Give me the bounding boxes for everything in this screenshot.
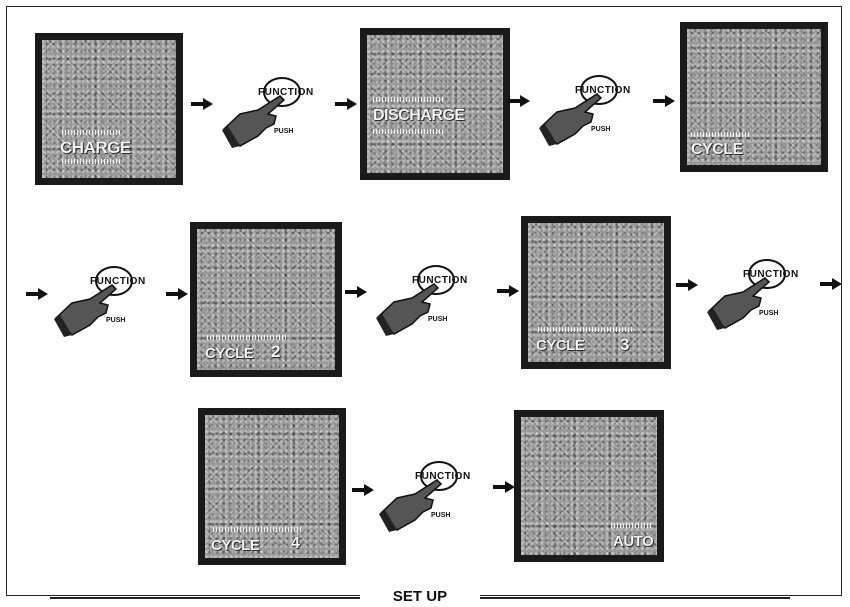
arrow-right-icon (191, 98, 213, 110)
function-label: FUNCTION (415, 471, 471, 482)
function-push-step-2: FUNCTION PUSH (535, 72, 650, 152)
lcd-screen-cycle-3: CYCLE 3 (521, 216, 671, 369)
lcd-text-cycle-1: CYCLE (691, 141, 743, 158)
lcd-screen-cycle-2: CYCLE 2 (190, 222, 342, 377)
lcd-screen-discharge: DISCHARGE (360, 28, 510, 180)
function-label: FUNCTION (743, 269, 799, 280)
title-bar: SET UP (50, 588, 790, 606)
function-push-step-4: FUNCTION PUSH (372, 262, 487, 342)
function-label: FUNCTION (258, 87, 314, 98)
pointing-hand-icon (376, 265, 455, 336)
pointing-hand-icon (54, 266, 133, 337)
pointing-hand-icon (222, 77, 301, 148)
lcd-screen-cycle-4: CYCLE 4 (198, 408, 346, 565)
arrow-right-icon (493, 481, 515, 493)
function-push-step-3: FUNCTION PUSH (50, 263, 165, 343)
function-push-step-5: FUNCTION PUSH (703, 256, 818, 336)
function-push-step-1: FUNCTION PUSH (218, 74, 333, 154)
push-label: PUSH (274, 128, 294, 135)
arrow-right-icon (653, 95, 675, 107)
lcd-text-auto: AUTO (613, 533, 654, 550)
lcd-text-cycle-2-number: 2 (271, 342, 280, 361)
arrow-right-icon (166, 288, 188, 300)
lcd-text-charge: CHARGE (60, 138, 131, 157)
lcd-text-discharge: DISCHARGE (373, 107, 465, 124)
push-label: PUSH (591, 126, 611, 133)
arrow-right-icon (352, 484, 374, 496)
lcd-text-cycle-2: CYCLE (205, 345, 254, 362)
function-push-step-6: FUNCTION PUSH (375, 458, 490, 538)
pointing-hand-icon (539, 75, 618, 146)
lcd-text-cycle-3: CYCLE (536, 337, 585, 354)
push-label: PUSH (431, 512, 451, 519)
arrow-right-icon (335, 98, 357, 110)
arrow-right-icon (497, 285, 519, 297)
function-label: FUNCTION (575, 85, 631, 96)
push-label: PUSH (106, 317, 126, 324)
lcd-text-cycle-3-number: 3 (620, 335, 629, 354)
arrow-right-icon (345, 286, 367, 298)
lcd-text-cycle-4: CYCLE (211, 537, 260, 554)
function-label: FUNCTION (90, 276, 146, 287)
pointing-hand-icon (707, 259, 786, 330)
title-rule-right (480, 597, 790, 599)
arrow-right-icon (820, 278, 842, 290)
lcd-screen-charge: CHARGE (35, 33, 183, 185)
function-label: FUNCTION (412, 275, 468, 286)
lcd-screen-auto: AUTO (514, 410, 664, 562)
push-label: PUSH (428, 316, 448, 323)
pointing-hand-icon (379, 461, 458, 532)
title-rule-left (50, 597, 360, 599)
arrow-right-icon (26, 288, 48, 300)
lcd-text-cycle-4-number: 4 (291, 535, 300, 552)
arrow-right-icon (508, 95, 530, 107)
lcd-screen-cycle-1: CYCLE (680, 22, 828, 172)
arrow-right-icon (676, 279, 698, 291)
page-title: SET UP (360, 588, 480, 605)
push-label: PUSH (759, 310, 779, 317)
